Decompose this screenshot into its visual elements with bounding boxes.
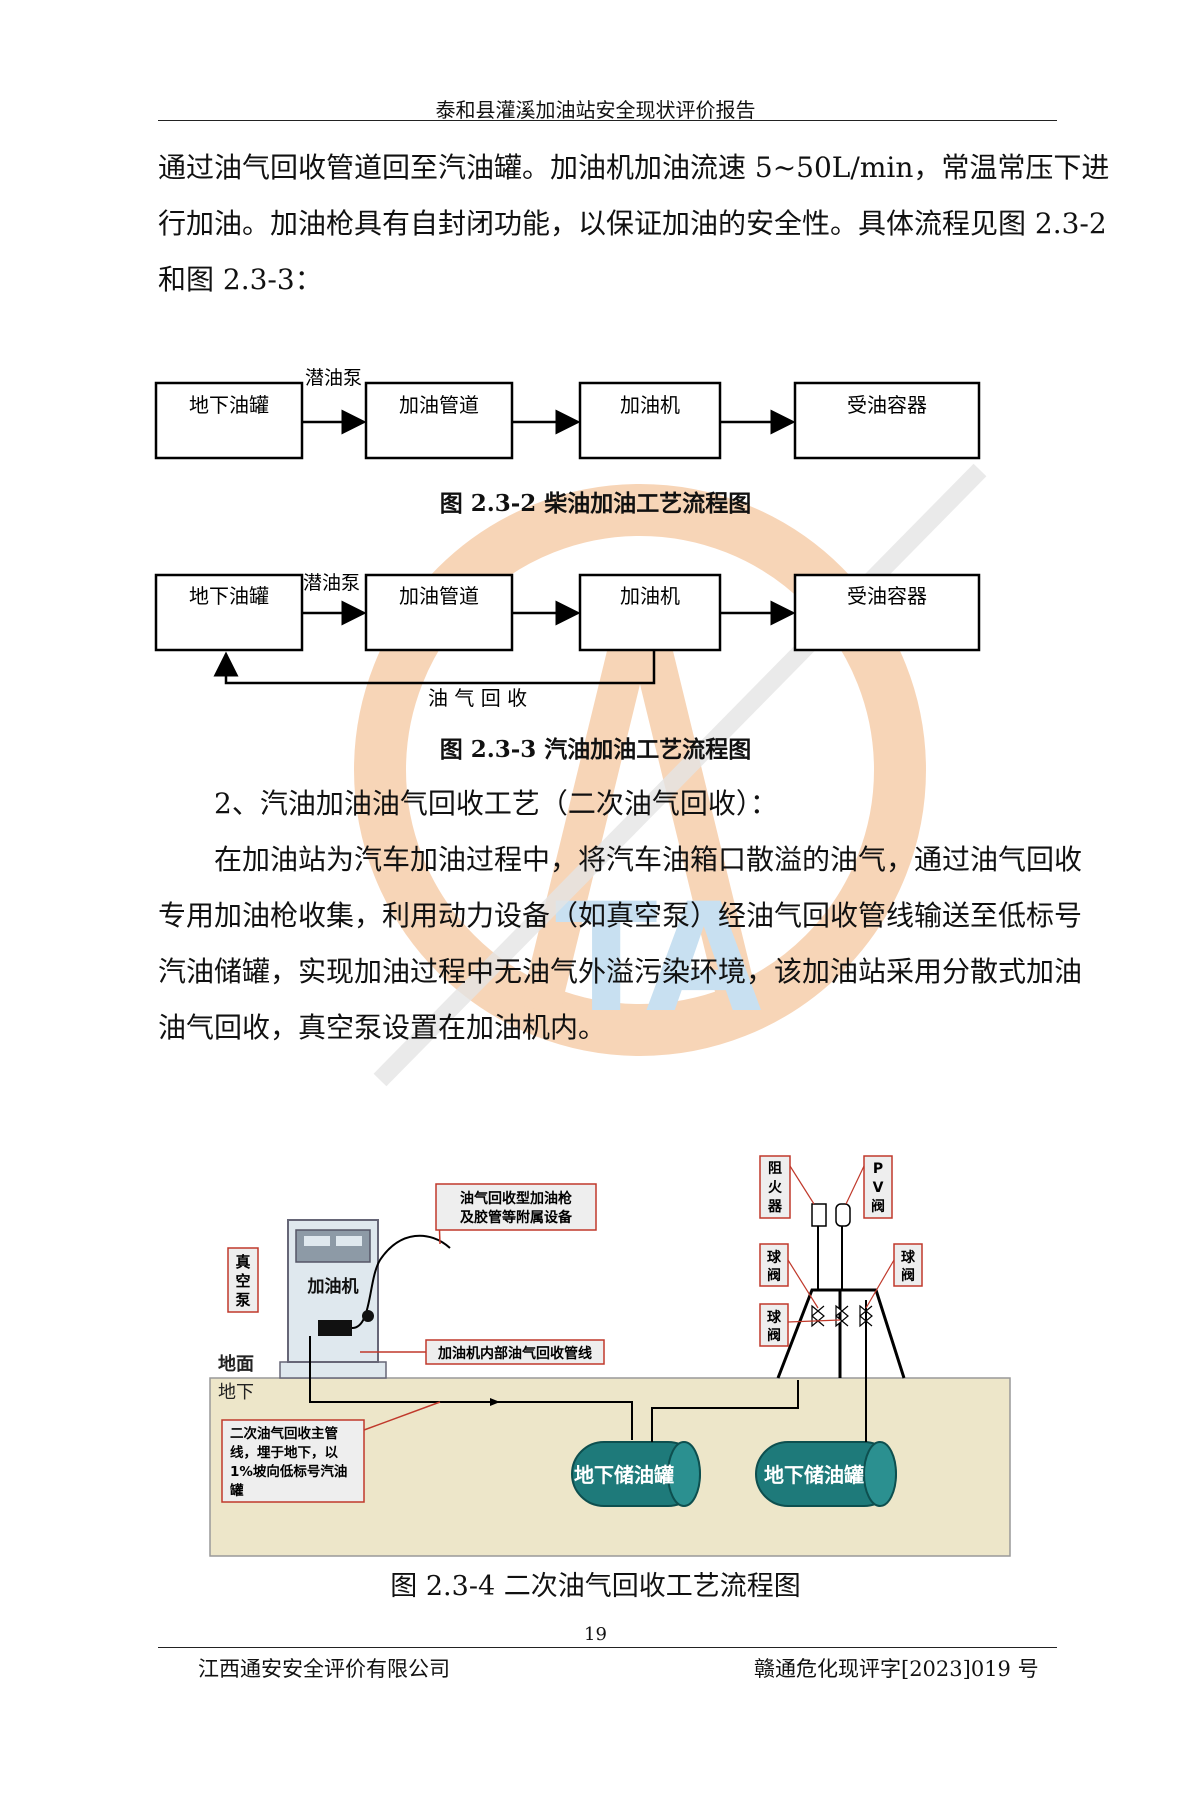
flame-arrester-device <box>811 1203 827 1227</box>
vacuum-pump-char-1: 真 <box>235 1253 250 1271</box>
flame-arrester-char-1: 阻 <box>768 1161 782 1177</box>
diesel-flow-caption: 图 2.3-2 柴油加油工艺流程图 <box>439 490 752 517</box>
vent-pipe-1 <box>651 1380 799 1442</box>
section2-heading: 2、汽油加油油气回收工艺（二次油气回收）： <box>214 787 778 820</box>
ball-valve-1-char-1: 球 <box>767 1249 782 1266</box>
intro-line-1: 通过油气回收管道回至汽油罐。加油机加油流速 5~50L/min，常温常压下进 <box>158 151 1110 184</box>
section2-line-2: 专用加油枪收集，利用动力设备（如真空泵）经油气回收管线输送至低标号 <box>158 899 1083 932</box>
diesel-box-4-label: 受油容器 <box>847 393 927 417</box>
diesel-box-1 <box>154 381 304 460</box>
ball-valve-2-char-2: 阀 <box>901 1267 915 1284</box>
section2-paragraph: 2、汽油加油油气回收工艺（二次油气回收）： 在加油站为汽车加油过程中，将汽车油箱… <box>158 776 1083 1056</box>
gasoline-box-2-label: 加油管道 <box>399 584 479 608</box>
section2-line-1: 在加油站为汽车加油过程中，将汽车油箱口散溢的油气，通过油气回收 <box>214 843 1083 876</box>
pv-valve-char-2: V <box>873 1180 884 1196</box>
gasoline-box-4-label: 受油容器 <box>847 584 927 608</box>
inner-pipe-label-box <box>425 1339 605 1365</box>
diesel-pump-label: 潜油泵 <box>305 367 362 389</box>
footer-company: 江西通安安全评价有限公司 <box>198 1657 450 1681</box>
vacuum-pump-block <box>318 1320 352 1336</box>
flame-arrester-char-2: 火 <box>768 1180 783 1196</box>
gasoline-box-1-label: 地下油罐 <box>189 584 269 608</box>
page-header-title: 泰和县灌溪加油站安全现状评价报告 <box>435 98 756 122</box>
intro-line-2: 行加油。加油枪具有自封闭功能，以保证加油的安全性。具体流程见图 2.3-2 <box>158 207 1107 240</box>
gasoline-flow-caption: 图 2.3-3 汽油加油工艺流程图 <box>439 736 752 763</box>
flame-arrester-char-3: 器 <box>767 1199 783 1215</box>
tank-1-label: 地下储油罐 <box>574 1463 674 1487</box>
nozzle-label-line-2: 及胶管等附属设备 <box>460 1209 573 1226</box>
ball-valve-1-char-2: 阀 <box>767 1267 781 1284</box>
display-window-1 <box>304 1236 330 1246</box>
nozzle-label-box <box>435 1183 597 1231</box>
ball-valve-3-leader <box>787 1319 841 1323</box>
diesel-box-1-label: 地下油罐 <box>189 393 269 417</box>
gasoline-box-4 <box>793 573 981 652</box>
underground-label: 地下 <box>218 1382 254 1403</box>
footer-doc-code: 赣通危化现评字[2023]019 号 <box>754 1657 1039 1681</box>
ball-valve-3-label-box <box>759 1303 789 1347</box>
ball-valve-1-label-box <box>759 1243 789 1287</box>
ball-valve-2-label-box <box>893 1243 923 1287</box>
ball-valves <box>811 1304 873 1328</box>
diesel-box-2-label: 加油管道 <box>399 393 479 417</box>
gasoline-recovery-arrow <box>213 650 656 685</box>
flame-arrester-label-box <box>759 1155 791 1219</box>
tank-2-label: 地下储油罐 <box>764 1463 864 1487</box>
flame-arrester-leader <box>789 1165 815 1205</box>
gasoline-flow-diagram: 地下油罐 加油管道 加油机 受油容器 潜油泵 油 气 回 收 <box>154 572 981 710</box>
vacuum-pump-label-box <box>227 1247 259 1313</box>
section2-line-3: 汽油储罐，实现加油过程中无油气外溢污染环境，该加油站采用分散式加油 <box>158 955 1083 988</box>
gasoline-pump-label: 潜油泵 <box>303 572 360 594</box>
ball-valve-3-char-2: 阀 <box>767 1327 781 1344</box>
inner-pipe-label: 加油机内部油气回收管线 <box>437 1345 592 1362</box>
dispenser-label: 加油机 <box>307 1276 359 1297</box>
ball-valve-3-char-1: 球 <box>767 1309 782 1326</box>
ball-valve-2-leader <box>865 1259 895 1309</box>
pv-valve-leader <box>845 1165 865 1205</box>
display-window-2 <box>336 1236 362 1246</box>
intro-line-3: 和图 2.3-3： <box>158 263 323 296</box>
gasoline-box-2 <box>364 573 514 652</box>
pv-valve-device <box>835 1203 851 1227</box>
gasoline-box-3-label: 加油机 <box>620 584 680 608</box>
dispenser-base <box>279 1361 387 1379</box>
gasoline-recovery-label: 油 气 回 收 <box>428 686 527 710</box>
nozzle-label-line-1: 油气回收型加油枪 <box>460 1190 572 1207</box>
page-number: 19 <box>584 1624 607 1645</box>
main-pipe-label-line-3: 1%坡向低标号汽油 <box>230 1463 347 1480</box>
underground-tank-1: 地下储油罐 <box>571 1441 701 1507</box>
main-pipe-label-line-1: 二次油气回收主管 <box>230 1425 338 1442</box>
footer-divider <box>158 1647 1057 1648</box>
pv-valve-label-box <box>863 1155 893 1219</box>
ball-valve-1-leader <box>787 1259 819 1309</box>
diesel-box-4 <box>793 381 981 460</box>
main-pipe-label-line-4: 罐 <box>229 1482 244 1499</box>
pv-valve-char-1: P <box>873 1161 883 1177</box>
underground-tank-2: 地下储油罐 <box>755 1441 897 1507</box>
header-divider <box>158 120 1057 121</box>
main-pipe-label-line-2: 线，埋于地下，以 <box>230 1444 338 1461</box>
diesel-flow-diagram: 地下油罐 加油管道 加油机 受油容器 潜油泵 <box>154 367 981 460</box>
vapor-recovery-diagram: 地下 地面 加油机 油气回收型加油枪 及胶管等附属设备 真 空 泵 加油机内部油… <box>209 1155 1011 1557</box>
diesel-box-3-label: 加油机 <box>620 393 680 417</box>
ball-valve-2-char-1: 球 <box>901 1249 916 1266</box>
main-pipe-label-box <box>221 1419 365 1503</box>
ground-label: 地面 <box>218 1353 254 1375</box>
main-pipe-leader-line <box>363 1401 441 1431</box>
intro-paragraph: 通过油气回收管道回至汽油罐。加油机加油流速 5~50L/min，常温常压下进 行… <box>158 140 1110 308</box>
vapor-recovery-caption: 图 2.3-4 二次油气回收工艺流程图 <box>390 1571 801 1602</box>
nozzle-holder <box>362 1310 374 1322</box>
flow-arrow-head <box>490 1398 500 1406</box>
pv-valve-char-3: 阀 <box>871 1198 885 1215</box>
vacuum-pump-char-3: 泵 <box>235 1291 250 1309</box>
section2-line-4: 油气回收，真空泵设置在加油机内。 <box>158 1011 607 1044</box>
vacuum-pump-char-2: 空 <box>235 1272 250 1290</box>
vent-stand <box>776 1288 906 1379</box>
